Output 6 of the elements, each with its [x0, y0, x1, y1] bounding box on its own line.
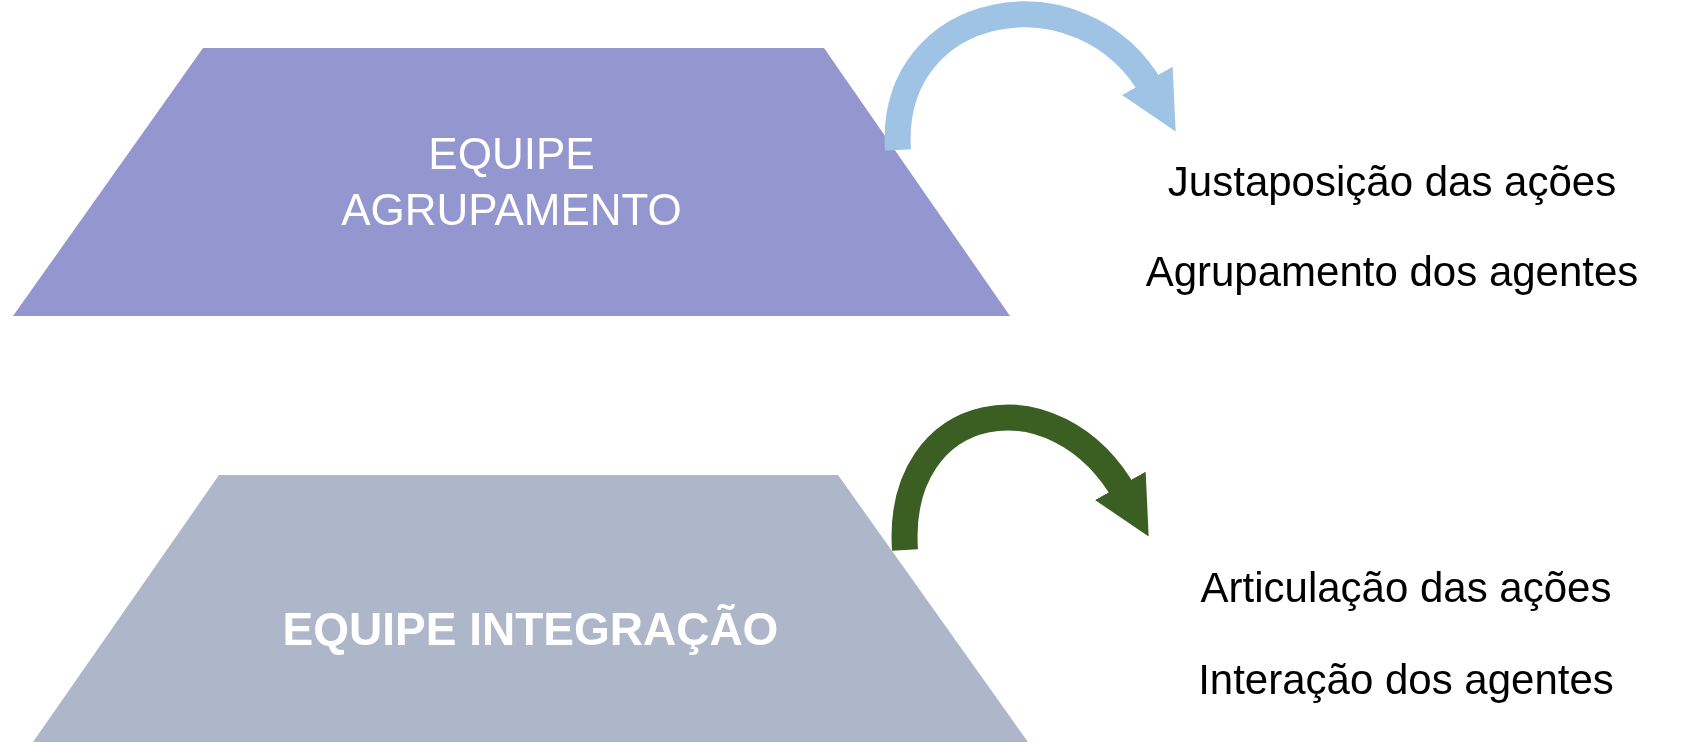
text-line: Justaposição das ações	[1166, 157, 1618, 207]
text-line: Agrupamento dos agentes	[1144, 247, 1640, 297]
node-label: EQUIPE INTEGRAÇÃO	[281, 601, 780, 657]
text-line: Interação dos agentes	[1197, 655, 1615, 705]
node-label: EQUIPE AGRUPAMENTO	[340, 128, 683, 236]
text-line: Articulação das ações	[1199, 563, 1613, 613]
